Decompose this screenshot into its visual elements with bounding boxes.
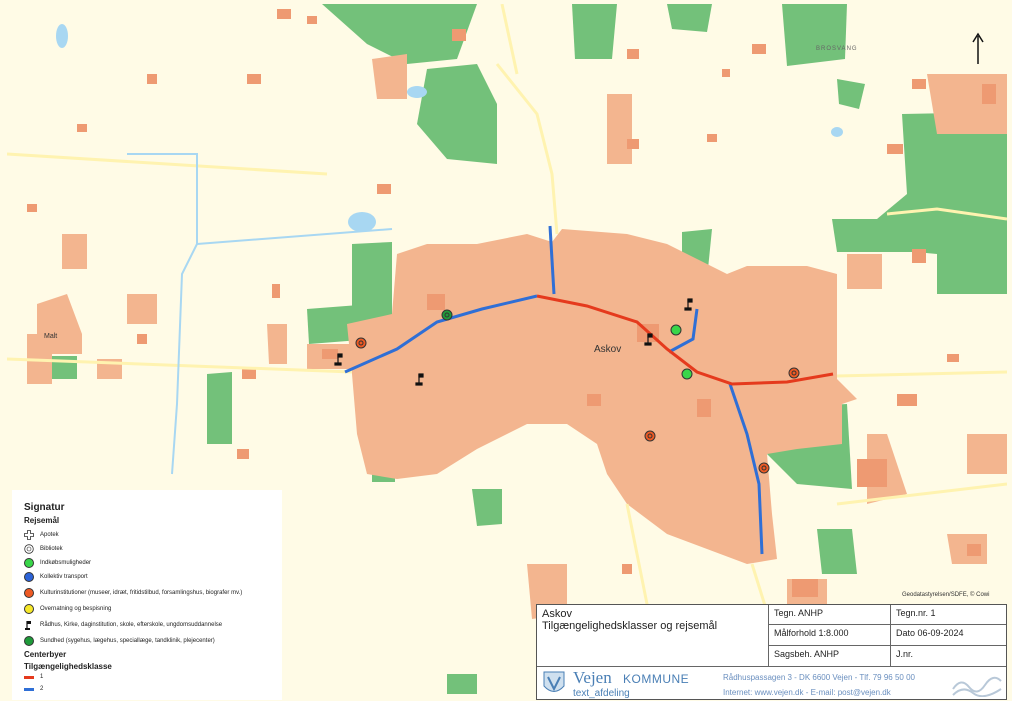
darkgreen-dot-icon [24, 636, 34, 646]
map-place: Askov [542, 608, 572, 620]
legend-section-classes: Tilgængelighedsklasse [24, 662, 112, 671]
built-up-areas [27, 54, 1007, 619]
drawn-by: Tegn. ANHP [769, 605, 891, 625]
legend-item-health: Sundhed (sygehus, lægehus, speciallæge, … [24, 636, 215, 646]
legend-item-institutions: Rådhus, Kirke, daginstitution, skole, ef… [24, 620, 222, 630]
journal-number: J.nr. [891, 646, 1006, 667]
destination-markers [355, 309, 800, 474]
org-name: Vejen [573, 668, 612, 687]
legend-class-2: 2 [24, 686, 43, 692]
legend-item-bibliotek: Bibliotek [24, 544, 63, 554]
legend-class-1: 1 [24, 674, 43, 680]
class1-line-icon [24, 675, 34, 679]
map-credit: Geodatastyrelsen/SDFE, © Cowi [902, 592, 990, 598]
flag-icon [24, 620, 34, 630]
vejen-logo-icon [543, 671, 565, 692]
class2-routes [344, 225, 764, 555]
legend-item-culture: Kulturinstitutioner (museer, idræt, frit… [24, 588, 242, 598]
map-subtitle: Tilgængelighedsklasser og rejsemål [542, 620, 718, 632]
legend-section-centers: Centerbyer [24, 650, 67, 659]
town-label: Askov [594, 344, 622, 355]
map-scale: Målforhold 1:8.000 [769, 625, 891, 646]
title-cell: Askov Tilgængelighedsklasser og rejsemål [537, 605, 769, 667]
legend-panel: Signatur Rejsemål Apotek Bibliotek Indkø… [12, 490, 282, 700]
legend-item-shopping: Indkøbsmuligheder [24, 558, 91, 568]
road-label: BROSVANG [816, 46, 858, 52]
yellow-dot-icon [24, 604, 34, 614]
legend-item-lodging: Overnatning og bespisning [24, 604, 111, 614]
blue-dot-icon [24, 572, 34, 582]
ring-icon [24, 544, 34, 554]
map-date: Dato 06-09-2024 [891, 625, 1006, 646]
legend-item-transport: Kollektiv transport [24, 572, 88, 582]
org-suffix: KOMMUNE [623, 672, 690, 686]
village-label: Malt [44, 333, 58, 340]
legend-item-apotek: Apotek [24, 530, 59, 540]
title-block: Askov Tilgængelighedsklasser og rejsemål… [536, 604, 1007, 700]
legend-title: Signatur [24, 502, 65, 513]
orange-dot-icon [24, 588, 34, 598]
legend-section-destinations: Rejsemål [24, 516, 60, 525]
organization-footer: Vejen KOMMUNE text_afdeling Rådhuspassag… [537, 667, 1006, 701]
org-address: Rådhuspassagen 3 - DK 6600 Vejen - Tlf. … [723, 673, 915, 682]
department-name: text_afdeling [573, 688, 630, 699]
north-arrow-icon [972, 32, 984, 64]
class1-routes [536, 294, 834, 386]
flag-markers [334, 298, 693, 386]
cross-icon [24, 530, 34, 540]
wave-logo-icon [952, 676, 1002, 697]
case-handler: Sagsbeh. ANHP [769, 646, 891, 667]
class2-line-icon [24, 687, 34, 691]
drawing-number: Tegn.nr. 1 [891, 605, 1006, 625]
streams [127, 153, 393, 475]
green-dot-icon [24, 558, 34, 568]
org-web: Internet: www.vejen.dk - E-mail: post@ve… [723, 688, 891, 697]
